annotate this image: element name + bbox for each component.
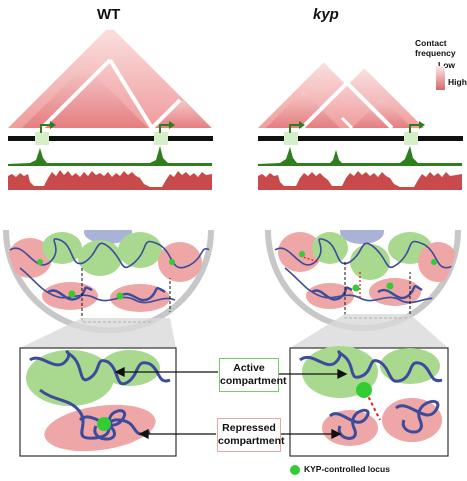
kyp-panel-title: kyp	[313, 6, 339, 23]
kyp-repressive-signal-track	[258, 171, 462, 190]
wt-contact-heatmap	[8, 26, 212, 130]
kyp-gene-track	[258, 121, 463, 145]
wt-nucleus	[3, 229, 214, 334]
contact-frequency-legend-title: Contact frequency	[415, 38, 456, 58]
wt-repressive-signal-track	[8, 170, 212, 190]
repressed-compartment-label: Repressed compartment	[217, 418, 285, 452]
wt-zoom-box	[19, 347, 177, 457]
wt-zoom-funnel	[20, 318, 176, 348]
kyp-locus-legend: KYP-controlled locus	[290, 464, 390, 475]
kyp-locus-dot-icon	[290, 464, 300, 475]
legend-high-label: High	[448, 77, 467, 87]
kyp-active-signal-track	[258, 146, 462, 166]
kyp-contact-heatmap	[258, 59, 424, 130]
contact-frequency-legend-bar	[436, 66, 445, 90]
kyp-nucleus	[265, 229, 461, 331]
kyp-zoom-funnel	[290, 314, 448, 348]
wt-active-signal-track	[8, 146, 212, 166]
legend-low-label: Low	[438, 60, 455, 70]
kyp-zoom-box	[289, 346, 449, 457]
wt-gene-track	[8, 121, 213, 145]
wt-panel-title: WT	[97, 6, 121, 23]
compartment-arrows	[114, 366, 348, 440]
kyp-locus-legend-label: KYP-controlled locus	[304, 464, 390, 474]
active-compartment-label: Active compartment	[219, 358, 287, 392]
